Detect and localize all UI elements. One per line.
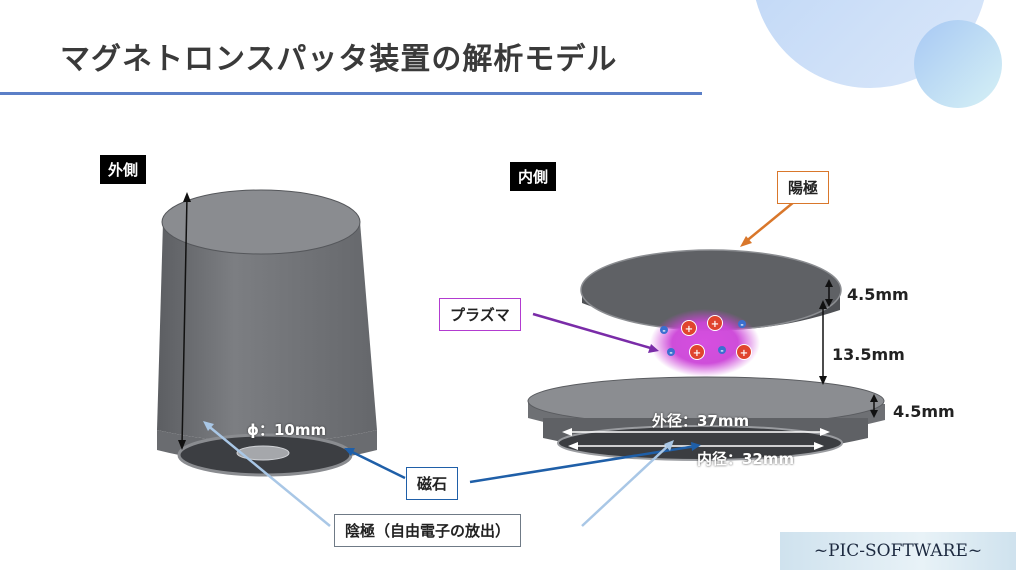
cylinder-magnet-hole xyxy=(236,445,290,461)
svg-text:-: - xyxy=(669,348,672,357)
anode-callout: 陽極 xyxy=(777,171,830,204)
magnet-callout: 磁石 xyxy=(406,467,459,500)
electron-markers: - - - - xyxy=(660,320,746,357)
plasma-callout: プラズマ xyxy=(439,298,521,331)
watermark: ~PIC-SOFTWARE~ xyxy=(780,532,1016,570)
label-outer: 外側 xyxy=(100,155,147,184)
outer-diameter-label: 外径：37mm xyxy=(652,412,750,430)
ion-markers: + + + + xyxy=(681,315,752,360)
dimension-arrows xyxy=(819,279,878,418)
page-title: マグネトロンスパッタ装置の解析モデル xyxy=(60,42,618,77)
inner-diameter-label: 内径：32mm xyxy=(697,450,795,468)
deco-circle-small xyxy=(914,20,1002,108)
plasma-cloud: + + + + - - - - xyxy=(650,309,760,377)
svg-text:-: - xyxy=(740,320,743,329)
cathode-disk-model xyxy=(527,376,885,461)
title-underline xyxy=(0,92,702,95)
cylinder-body xyxy=(157,222,377,443)
label-inner: 内側 xyxy=(510,162,557,191)
anode-thickness-label: 4.5mm xyxy=(847,285,909,304)
outer-cylinder-model xyxy=(157,189,377,477)
cathode-thickness-label: 4.5mm xyxy=(893,402,955,421)
svg-text:-: - xyxy=(662,326,665,335)
cathode-callout: 陰極（自由電子の放出） xyxy=(334,514,522,547)
gap-label: 13.5mm xyxy=(832,345,905,364)
cylinder-top xyxy=(161,189,361,255)
svg-text:+: + xyxy=(685,324,693,335)
callout-arrows xyxy=(203,196,801,527)
magnet-diameter-label: ϕ：10mm xyxy=(247,421,327,439)
cathode-recess xyxy=(557,425,843,461)
svg-text:-: - xyxy=(720,346,723,355)
svg-text:+: + xyxy=(740,348,748,359)
svg-text:+: + xyxy=(693,348,701,359)
svg-text:+: + xyxy=(711,319,719,330)
